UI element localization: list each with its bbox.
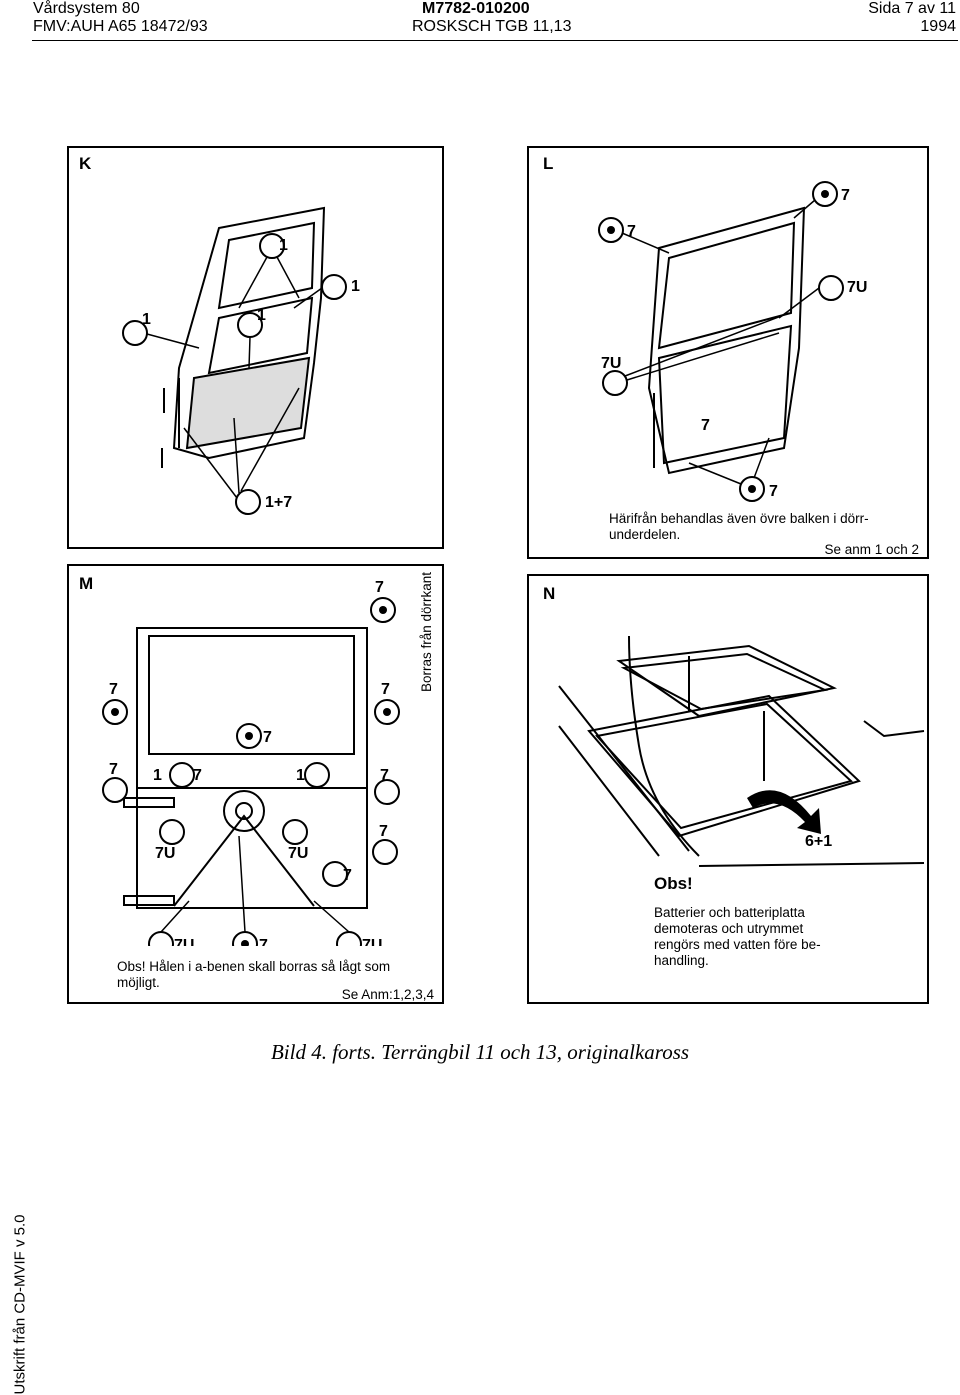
panel-k: K 1 1 1 1 1+7 <box>67 146 444 549</box>
header-system: Vårdsystem 80 <box>33 0 140 17</box>
m-callout-7u-d: 7U <box>362 937 382 946</box>
m-ref: Se Anm:1,2,3,4 <box>341 987 434 1002</box>
m-callout-7e: 7 <box>193 767 202 784</box>
m-callout-7u-c: 7U <box>174 937 194 946</box>
m-callout-1a: 1 <box>153 767 162 784</box>
door-k-illustration: 1 1 1 1 1+7 <box>122 206 360 515</box>
l-callout-7u-a: 7U <box>847 279 867 296</box>
m-callout-7b: 7 <box>381 681 390 698</box>
panel-n: N 6+1 Obs! Batterier och batteriplatta d… <box>527 574 929 1004</box>
l-callout-7b: 7 <box>627 223 636 240</box>
k-callout-1plus7: 1+7 <box>265 494 292 511</box>
m-callout-7u-a: 7U <box>155 845 175 862</box>
header-doc-number: M7782-010200 <box>422 0 530 17</box>
panel-n-label: N <box>543 584 556 603</box>
door-m-illustration: 7 7 7 7 7 1 7 1 7 7U 7U 7 7 7U 7 7U <box>102 579 400 946</box>
header-rule <box>32 40 958 41</box>
m-note-line1: Obs! Hålen i a-benen skall borras så låg… <box>117 959 391 974</box>
l-ref: Se anm 1 och 2 <box>824 542 919 557</box>
k-callout-1b: 1 <box>142 311 151 328</box>
l-callout-7d: 7 <box>769 483 778 500</box>
panel-m-label: M <box>79 574 94 593</box>
m-callout-7i: 7 <box>259 937 268 946</box>
m-note-line2: möjligt. <box>117 975 160 990</box>
figure-caption: Bild 4. forts. Terrängbil 11 och 13, ori… <box>270 1040 690 1064</box>
m-callout-7u-b: 7U <box>288 845 308 862</box>
k-callout-1c: 1 <box>257 307 266 324</box>
n-note-line2: demoteras och utrymmet <box>654 921 804 936</box>
l-callout-7c: 7 <box>701 417 710 434</box>
panel-l-label: L <box>543 154 554 173</box>
n-note-line1: Batterier och batteriplatta <box>654 905 805 920</box>
m-callout-7a: 7 <box>109 681 118 698</box>
m-callout-7h: 7 <box>343 867 352 884</box>
m-callout-7f: 7 <box>380 767 389 784</box>
panel-l: L 7 7 7U 7U 7 7 Härifrån behandlas även … <box>527 146 929 559</box>
k-callout-1a: 1 <box>279 237 288 254</box>
header-ref: FMV:AUH A65 18472/93 <box>33 18 208 35</box>
l-callout-7a: 7 <box>841 187 850 204</box>
l-note-line1: Härifrån behandlas även övre balken i dö… <box>609 511 869 526</box>
m-vertical-text: Borras från dörrkant <box>419 571 434 692</box>
m-callout-1b: 1 <box>296 767 305 784</box>
m-callout-7c: 7 <box>263 729 272 746</box>
n-note-line4: handling. <box>654 953 709 968</box>
n-note-line3: rengörs med vatten före be- <box>654 937 821 952</box>
l-note-line2: underdelen. <box>609 527 681 542</box>
panel-k-label: K <box>79 154 92 173</box>
m-callout-7g: 7 <box>379 823 388 840</box>
m-callout-7-top: 7 <box>375 579 384 596</box>
door-l-illustration: 7 7 7U 7U 7 7 <box>598 181 867 502</box>
n-callout: 6+1 <box>805 833 832 850</box>
header-year: 1994 <box>920 18 956 35</box>
print-source-note: Utskrift från CD-MVIF v 5.0 <box>11 1214 29 1395</box>
header-page: Sida 7 av 11 <box>868 0 956 17</box>
m-callout-7d: 7 <box>109 761 118 778</box>
l-callout-7u-b: 7U <box>601 355 621 372</box>
battery-compartment-illustration: 6+1 <box>558 635 925 867</box>
header-vehicle: ROSKSCH TGB 11,13 <box>412 18 572 35</box>
panel-m: M 7 7 7 7 7 1 7 1 7 7U 7U <box>67 564 444 1004</box>
n-obs: Obs! <box>654 874 693 893</box>
k-callout-1d: 1 <box>351 278 360 295</box>
